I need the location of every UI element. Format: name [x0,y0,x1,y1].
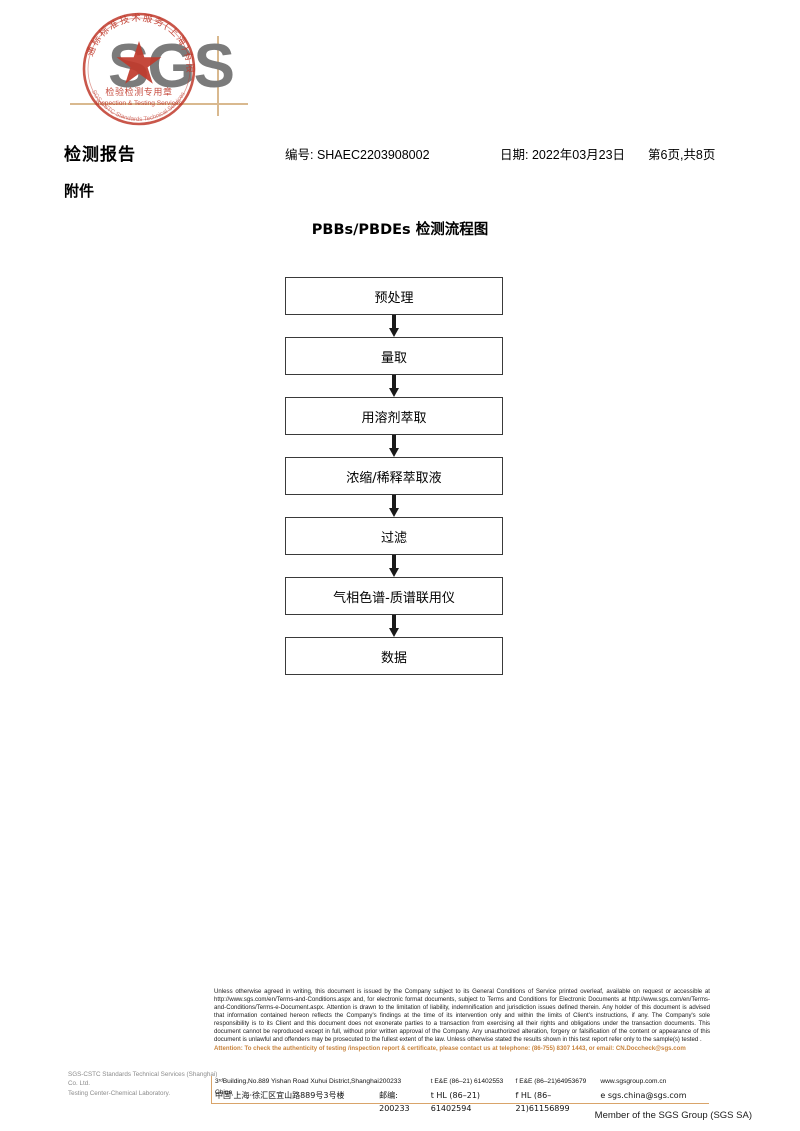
address-zip-en: 200233 [379,1078,402,1085]
legal-disclaimer: Unless otherwise agreed in writing, this… [214,988,710,1053]
flow-arrow-icon [285,315,503,337]
stamp-company-text: SGS-CSTC Standards Technical Services (S… [68,1070,228,1098]
address-fax-en: f E&E (86–21)64953679 [515,1078,587,1085]
address-street-en: 3ʳᵈBuilding,No.889 Yishan Road Xuhui Dis… [215,1078,379,1096]
company-seal-stamp: 通标标准技术服务(上海)有限公司 检验检测专用章 Inspection & Te… [75,5,203,133]
stamp-company-line2: Testing Center-Chemical Laboratory. [68,1089,171,1097]
address-horizontal-rule [211,1103,709,1105]
address-website: www.sgsgroup.com.cn [600,1078,667,1085]
flow-step-box: 量取 [285,337,503,375]
logo-horizontal-rule [70,103,248,105]
flow-arrow-icon [285,375,503,397]
address-street-cn: 中国·上海·徐汇区宜山路889号3号楼 [215,1091,345,1100]
page-title: 检测报告 [64,145,136,165]
stamp-company-line1: SGS-CSTC Standards Technical Services (S… [68,1071,218,1088]
address-zip-cn: 邮编: 200233 [379,1091,410,1113]
svg-text:Inspection & Testing Services: Inspection & Testing Services [96,100,183,107]
flow-step-box: 过滤 [285,517,503,555]
address-tel-en: t E&E (86–21) 61402553 [430,1078,504,1085]
svg-text:检验检测专用章: 检验检测专用章 [105,86,172,98]
document-header: 检测报告 编号: SHAEC2203908002 日期: 2022年03月23日… [0,140,800,166]
attention-notice: Attention: To check the authenticity of … [214,1045,686,1053]
flow-arrow-icon [285,615,503,637]
flow-arrow-icon [285,555,503,577]
flow-step-box: 用溶剂萃取 [285,397,503,435]
legal-paragraph: Unless otherwise agreed in writing, this… [214,988,710,1044]
page-indicator: 第6页,共8页 [648,148,716,162]
sgs-logo: SGS [60,28,300,128]
logo-vertical-rule [217,36,219,116]
flow-arrow-icon [285,435,503,457]
address-vertical-rule [211,1076,213,1104]
address-fax-cn: f HL (86–21)61156899 [515,1091,570,1113]
address-row-en: 3ʳᵈBuilding,No.889 Yishan Road Xuhui Dis… [215,1077,711,1096]
flow-arrow-icon [285,495,503,517]
member-line: Member of the SGS Group (SGS SA) [594,1110,752,1121]
flowchart: 预处理 量取 用溶剂萃取 浓缩/稀释萃取液 过滤 气相色谱-质谱联用仪 数据 [285,277,503,675]
flow-step-box: 数据 [285,637,503,675]
address-row-cn: 中国·上海·徐汇区宜山路889号3号楼 邮编: 200233 t HL (86–… [215,1090,711,1113]
report-date: 日期: 2022年03月23日 [500,148,626,162]
address-email: e sgs.china@sgs.com [600,1091,687,1100]
logo-wordmark: SGS [108,32,235,101]
report-number: 编号: SHAEC2203908002 [285,148,430,162]
address-tel-cn: t HL (86–21) 61402594 [430,1091,481,1113]
flow-step-box: 预处理 [285,277,503,315]
address-block: 3ʳᵈBuilding,No.889 Yishan Road Xuhui Dis… [215,1077,711,1113]
flow-step-box: 浓缩/稀释萃取液 [285,457,503,495]
flowchart-title: PBBs/PBDEs 检测流程图 [311,222,489,238]
attachment-label: 附件 [64,182,95,200]
flow-step-box: 气相色谱-质谱联用仪 [285,577,503,615]
